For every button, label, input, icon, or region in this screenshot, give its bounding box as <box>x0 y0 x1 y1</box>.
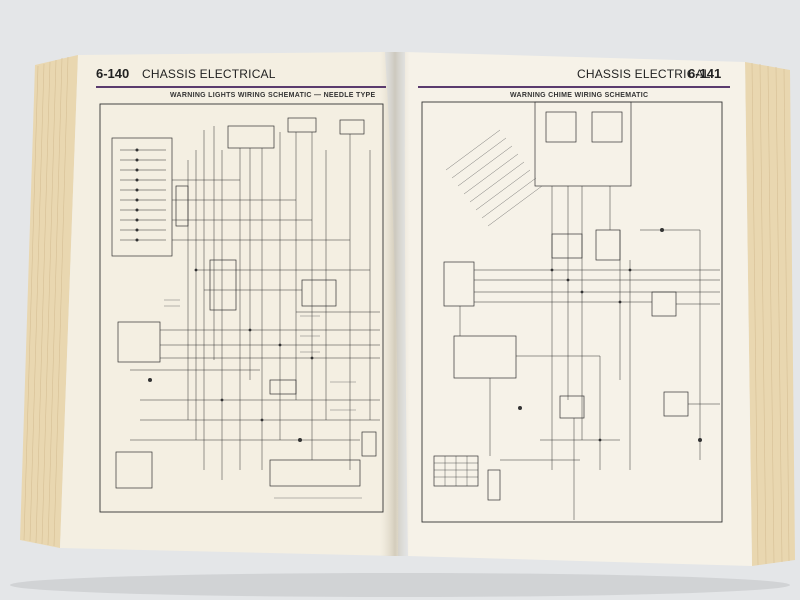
right-diagram-title: WARNING CHIME WIRING SCHEMATIC <box>510 92 649 99</box>
right-wiring-schematic <box>421 101 723 523</box>
left-page-number: 6-140 <box>96 66 130 81</box>
right-section-title: CHASSIS ELECTRICAL <box>577 67 711 81</box>
left-page-edges <box>20 55 78 548</box>
right-page-number: 6-141 <box>688 66 722 81</box>
right-page-edges <box>745 62 795 566</box>
left-section-title: CHASSIS ELECTRICAL <box>142 67 276 81</box>
left-header-rule <box>96 86 386 88</box>
left-diagram-title: WARNING LIGHTS WIRING SCHEMATIC — NEEDLE… <box>170 92 376 99</box>
left-wiring-schematic <box>99 103 384 513</box>
right-header-rule <box>418 86 730 88</box>
right-page <box>404 52 752 566</box>
left-page <box>60 52 399 556</box>
